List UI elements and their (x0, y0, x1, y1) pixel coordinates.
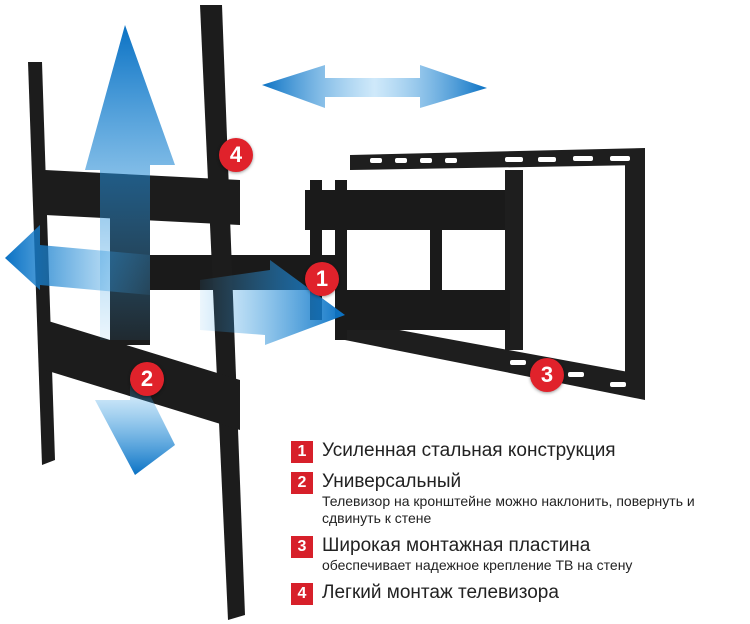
feature-item: 2 Универсальный Телевизор на кронштейне … (291, 471, 750, 527)
feature-item: 3 Широкая монтажная пластина обеспечивае… (291, 535, 750, 574)
feature-title: Универсальный (322, 471, 462, 492)
wall-plate (345, 148, 645, 400)
arrow-left (5, 225, 150, 295)
arrow-horizontal (262, 65, 487, 108)
feature-number-badge: 2 (291, 472, 313, 494)
feature-title: Легкий монтаж телевизора (322, 582, 559, 603)
feature-number-badge: 4 (291, 583, 313, 605)
feature-title: Широкая монтажная пластина (322, 535, 591, 556)
callout-3: 3 (530, 358, 564, 392)
feature-subtitle: Телевизор на кронштейне можно наклонить,… (322, 493, 695, 526)
feature-item: 4 Легкий монтаж телевизора (291, 582, 750, 605)
feature-item: 1 Усиленная стальная конструкция (291, 440, 750, 463)
feature-title: Усиленная стальная конструкция (322, 440, 616, 461)
feature-number-badge: 1 (291, 441, 313, 463)
callout-1: 1 (305, 262, 339, 296)
arrow-right (200, 260, 345, 345)
callout-4: 4 (219, 138, 253, 172)
callout-2: 2 (130, 362, 164, 396)
feature-subtitle: обеспечивает надежное крепление ТВ на ст… (322, 557, 633, 573)
feature-number-badge: 3 (291, 536, 313, 558)
feature-list: 1 Усиленная стальная конструкция 2 Униве… (291, 440, 750, 613)
arrow-down (95, 385, 175, 475)
